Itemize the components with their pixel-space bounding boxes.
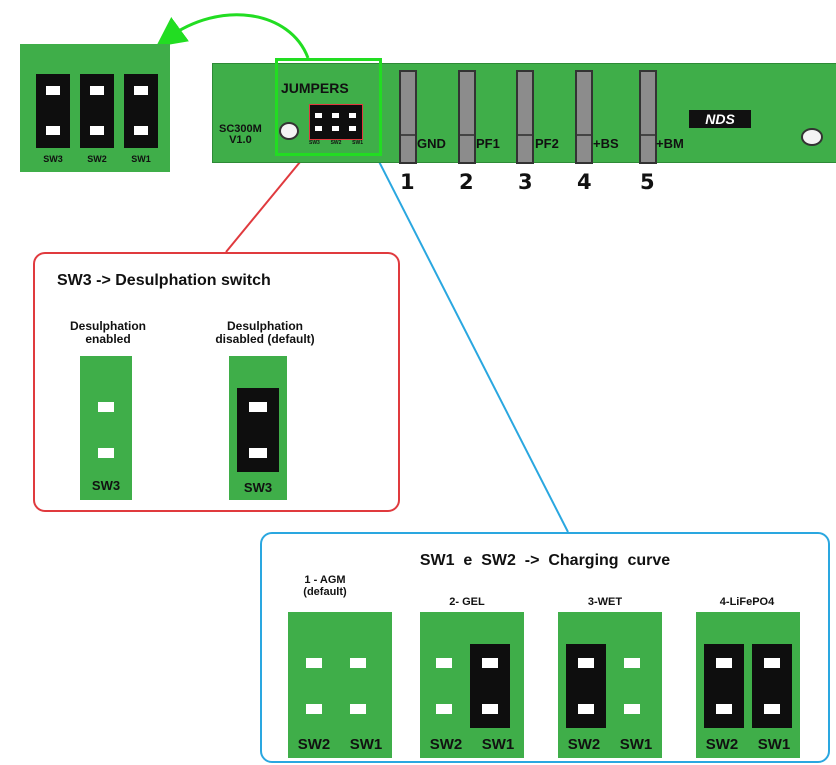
charging-title: SW1 e SW2 -> Charging curve — [419, 552, 671, 569]
terminal-number-5: 5 — [640, 170, 655, 194]
jumper-cap — [470, 644, 510, 728]
terminal-pf1 — [458, 70, 476, 164]
desulphation-enabled-line2: enabled — [85, 332, 131, 346]
mounting-hole-right — [801, 128, 823, 146]
option-gel-label: 2- GEL — [449, 596, 485, 608]
option-agm-line2: (default) — [303, 586, 347, 598]
option-lifepo4-label: 4-LiFePO4 — [719, 596, 775, 608]
terminal-pf1-label: PF1 — [476, 136, 500, 151]
terminal-pf2-label: PF2 — [535, 136, 559, 151]
gel-sw1-label: SW1 — [481, 736, 515, 753]
board-model-line1: SC300M — [219, 123, 262, 135]
terminal-gnd-label: GND — [417, 136, 446, 151]
terminal-gnd — [399, 70, 417, 164]
desulphation-disabled-line2: disabled (default) — [215, 332, 315, 346]
sw3-panel-disabled: SW3 — [229, 356, 287, 500]
desulphation-title: SW3 -> Desulphation switch — [57, 272, 271, 289]
lifepo4-sw2-label: SW2 — [705, 736, 739, 753]
jumper-zoom-inset: SW3 SW2 SW1 — [20, 44, 170, 172]
terminal-number-4: 4 — [577, 170, 592, 194]
zoom-label-sw1: SW1 — [131, 154, 151, 164]
board-pin-label-sw1: SW1 — [352, 140, 363, 146]
jumpers-title: JUMPERS — [281, 80, 349, 96]
wet-sw1-label: SW1 — [619, 736, 653, 753]
sw3-panel-enabled: SW3 — [80, 356, 132, 500]
brand-label: NDS — [689, 110, 751, 128]
sw3-disabled-label: SW3 — [243, 480, 273, 495]
option-agm-label: 1 - AGM (default) — [280, 574, 370, 598]
gel-panel: SW2 SW1 — [420, 612, 524, 758]
lifepo4-panel: SW2 SW1 — [696, 612, 800, 758]
terminal-pf2 — [516, 70, 534, 164]
desulphation-disabled-line1: Desulphation — [226, 319, 303, 333]
desulphation-enabled-label: Desulphation enabled — [43, 320, 173, 346]
red-leader-line — [225, 161, 301, 253]
terminal-bm — [639, 70, 657, 164]
terminal-number-2: 2 — [459, 170, 474, 194]
jumper-cap — [752, 644, 792, 728]
jumper-cap — [566, 644, 606, 728]
agm-panel: SW2 SW1 — [288, 612, 392, 758]
sw3-enabled-label: SW3 — [91, 478, 121, 493]
pcb-board: SC300M V1.0 JUMPERS SW3 SW2 SW1 GND PF1 … — [212, 63, 836, 164]
board-model-line2: V1.0 — [229, 134, 252, 146]
desulphation-enabled-line1: Desulphation — [69, 319, 146, 333]
board-pin-label-sw2: SW2 — [330, 140, 342, 146]
lifepo4-sw1-label: SW1 — [757, 736, 791, 753]
terminal-number-1: 1 — [400, 170, 415, 194]
zoom-arrow — [155, 13, 310, 59]
mounting-hole-left — [279, 122, 299, 140]
agm-sw2-label: SW2 — [297, 736, 331, 753]
wet-sw2-label: SW2 — [567, 736, 601, 753]
jumpers-highlight — [275, 58, 382, 156]
gel-sw2-label: SW2 — [429, 736, 463, 753]
terminal-number-3: 3 — [518, 170, 533, 194]
terminal-bs-label: +BS — [593, 136, 619, 151]
blue-leader-line — [367, 139, 569, 533]
jumper-cap — [704, 644, 744, 728]
board-pin-label-sw3: SW3 — [309, 140, 320, 146]
option-agm-line1: 1 - AGM — [304, 574, 346, 586]
agm-sw1-label: SW1 — [349, 736, 383, 753]
jumper-cap — [237, 388, 279, 472]
option-wet-label: 3-WET — [587, 596, 623, 608]
jumper-block — [309, 104, 363, 140]
desulphation-disabled-label: Desulphation disabled (default) — [200, 320, 330, 346]
desulphation-box: SW3 -> Desulphation switch Desulphation … — [33, 252, 400, 512]
board-model: SC300M V1.0 — [219, 124, 262, 146]
zoom-label-sw3: SW3 — [43, 154, 63, 164]
terminal-bm-label: +BM — [656, 136, 684, 151]
terminal-bs — [575, 70, 593, 164]
wet-panel: SW2 SW1 — [558, 612, 662, 758]
zoom-label-sw2: SW2 — [87, 154, 107, 164]
charging-box: SW1 e SW2 -> Charging curve 1 - AGM (def… — [260, 532, 830, 763]
